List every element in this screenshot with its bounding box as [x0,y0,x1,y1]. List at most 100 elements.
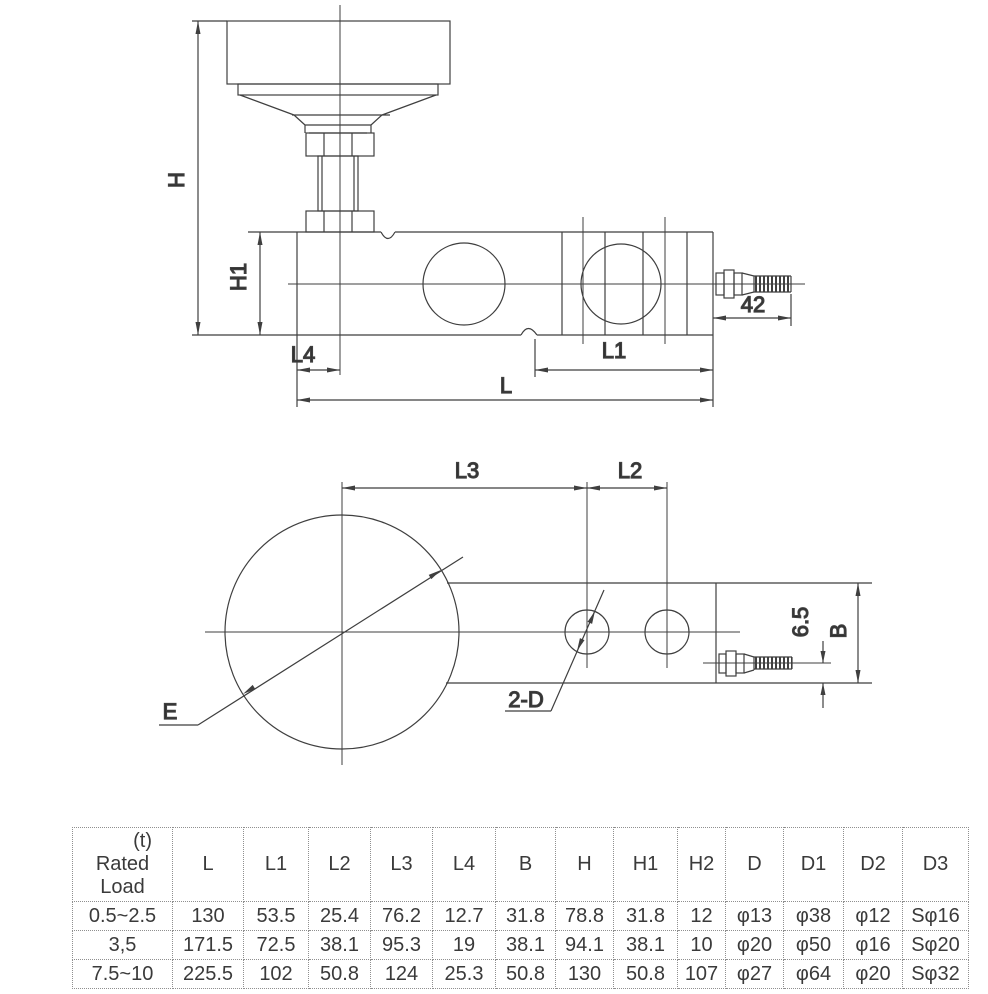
spec-cell: 50.8 [613,959,678,989]
spec-cell: φ13 [725,901,784,931]
column-header: H2 [677,827,726,902]
dim-L3: L3 [342,457,587,491]
threaded-stem [317,155,359,212]
cable-gland-top [703,650,831,677]
spec-cell: 12 [677,901,726,931]
dim-L2: L2 [587,457,667,491]
foot-neck [293,114,383,134]
spec-cell: φ27 [725,959,784,989]
rated-load-header: (t) Rated Load [72,827,173,902]
column-header: D1 [783,827,844,902]
spec-cell: φ38 [783,901,844,931]
spec-cell: 130 [172,901,244,931]
dim-label-6-5: 6.5 [788,607,813,638]
spec-cell: 107 [677,959,726,989]
body-top-outline [446,582,717,684]
dim-L1: L1 [534,335,714,407]
spec-cell: 38.1 [495,930,556,960]
spec-cell: 225.5 [172,959,244,989]
bolt-hole-centerlines [582,217,666,344]
dim-6-5: 6.5 [716,606,872,708]
column-header: B [495,827,556,902]
spec-cell: 31.8 [613,901,678,931]
spec-cell: Sφ16 [902,901,969,931]
dim-H: H [163,20,297,336]
stem-thread-lines [321,156,355,211]
spec-cell: 38.1 [613,930,678,960]
spec-cell: 78.8 [555,901,614,931]
spec-cell: φ20 [843,959,903,989]
rated-load-cell: 3,5 [72,930,173,960]
dim-2D: 2-D [505,589,605,713]
dim-E: E [159,556,464,726]
dim-H1: H1 [225,231,297,335]
rated-load-cell: 0.5~2.5 [72,901,173,931]
spec-cell: 50.8 [495,959,556,989]
column-header: H [555,827,614,902]
thread-edges-top [754,656,793,670]
spec-cell: 76.2 [370,901,433,931]
spec-cell: 171.5 [172,930,244,960]
spec-cell: 12.7 [432,901,496,931]
upper-hex-facets [323,133,353,156]
dim-label-L2: L2 [618,458,642,483]
spec-cell: Sφ20 [902,930,969,960]
body-top [446,482,717,684]
dim-label-E: E [163,699,178,724]
unit-label: (t) [133,830,152,852]
spec-cell: 31.8 [495,901,556,931]
spec-cell: 25.3 [432,959,496,989]
spec-cell: 95.3 [370,930,433,960]
gland-cone [741,272,755,296]
spec-cell: 38.1 [308,930,371,960]
column-header: L4 [432,827,496,902]
top-view: L3 L2 E 2-D [159,457,872,765]
dim-label-2D: 2-D [508,687,543,712]
dim-L4: L4 [290,335,340,407]
dim-B: B [716,582,872,683]
foot-circle [205,482,740,765]
spec-cell: 10 [677,930,726,960]
spec-cell: 124 [370,959,433,989]
column-header: D3 [902,827,969,902]
spec-cell: 72.5 [243,930,309,960]
spec-cell: 130 [555,959,614,989]
spec-cell: 25.4 [308,901,371,931]
column-header: L2 [308,827,371,902]
column-header: D2 [843,827,903,902]
gland-cone-top [743,653,755,674]
spec-cell: 94.1 [555,930,614,960]
dim-label-H1: H1 [226,263,251,291]
gland-ring-3 [733,272,743,296]
spec-cell: φ16 [843,930,903,960]
spec-cell: 50.8 [308,959,371,989]
column-header: L1 [243,827,309,902]
rated-load-cell: 7.5~10 [72,959,173,989]
spec-cell: φ64 [783,959,844,989]
cable-gland-side [715,269,792,299]
column-header: L [172,827,244,902]
foot-flange [237,83,439,96]
spec-cell: 53.5 [243,901,309,931]
spec-cell: 102 [243,959,309,989]
dim-label-L4: L4 [291,342,315,367]
dim-L: L [297,372,713,403]
spec-cell: Sφ32 [902,959,969,989]
dim-42: 42 [713,291,792,326]
rated-load-label: Rated Load [95,853,150,898]
column-header: H1 [613,827,678,902]
dim-label-L: L [500,373,512,398]
foot-cap [226,20,451,85]
bolt-hole-centerlines-top [586,482,668,668]
mounting-foot [226,5,451,375]
lower-hex-facets [323,211,353,232]
gland-ring-3-top [735,653,745,674]
column-header: L3 [370,827,433,902]
